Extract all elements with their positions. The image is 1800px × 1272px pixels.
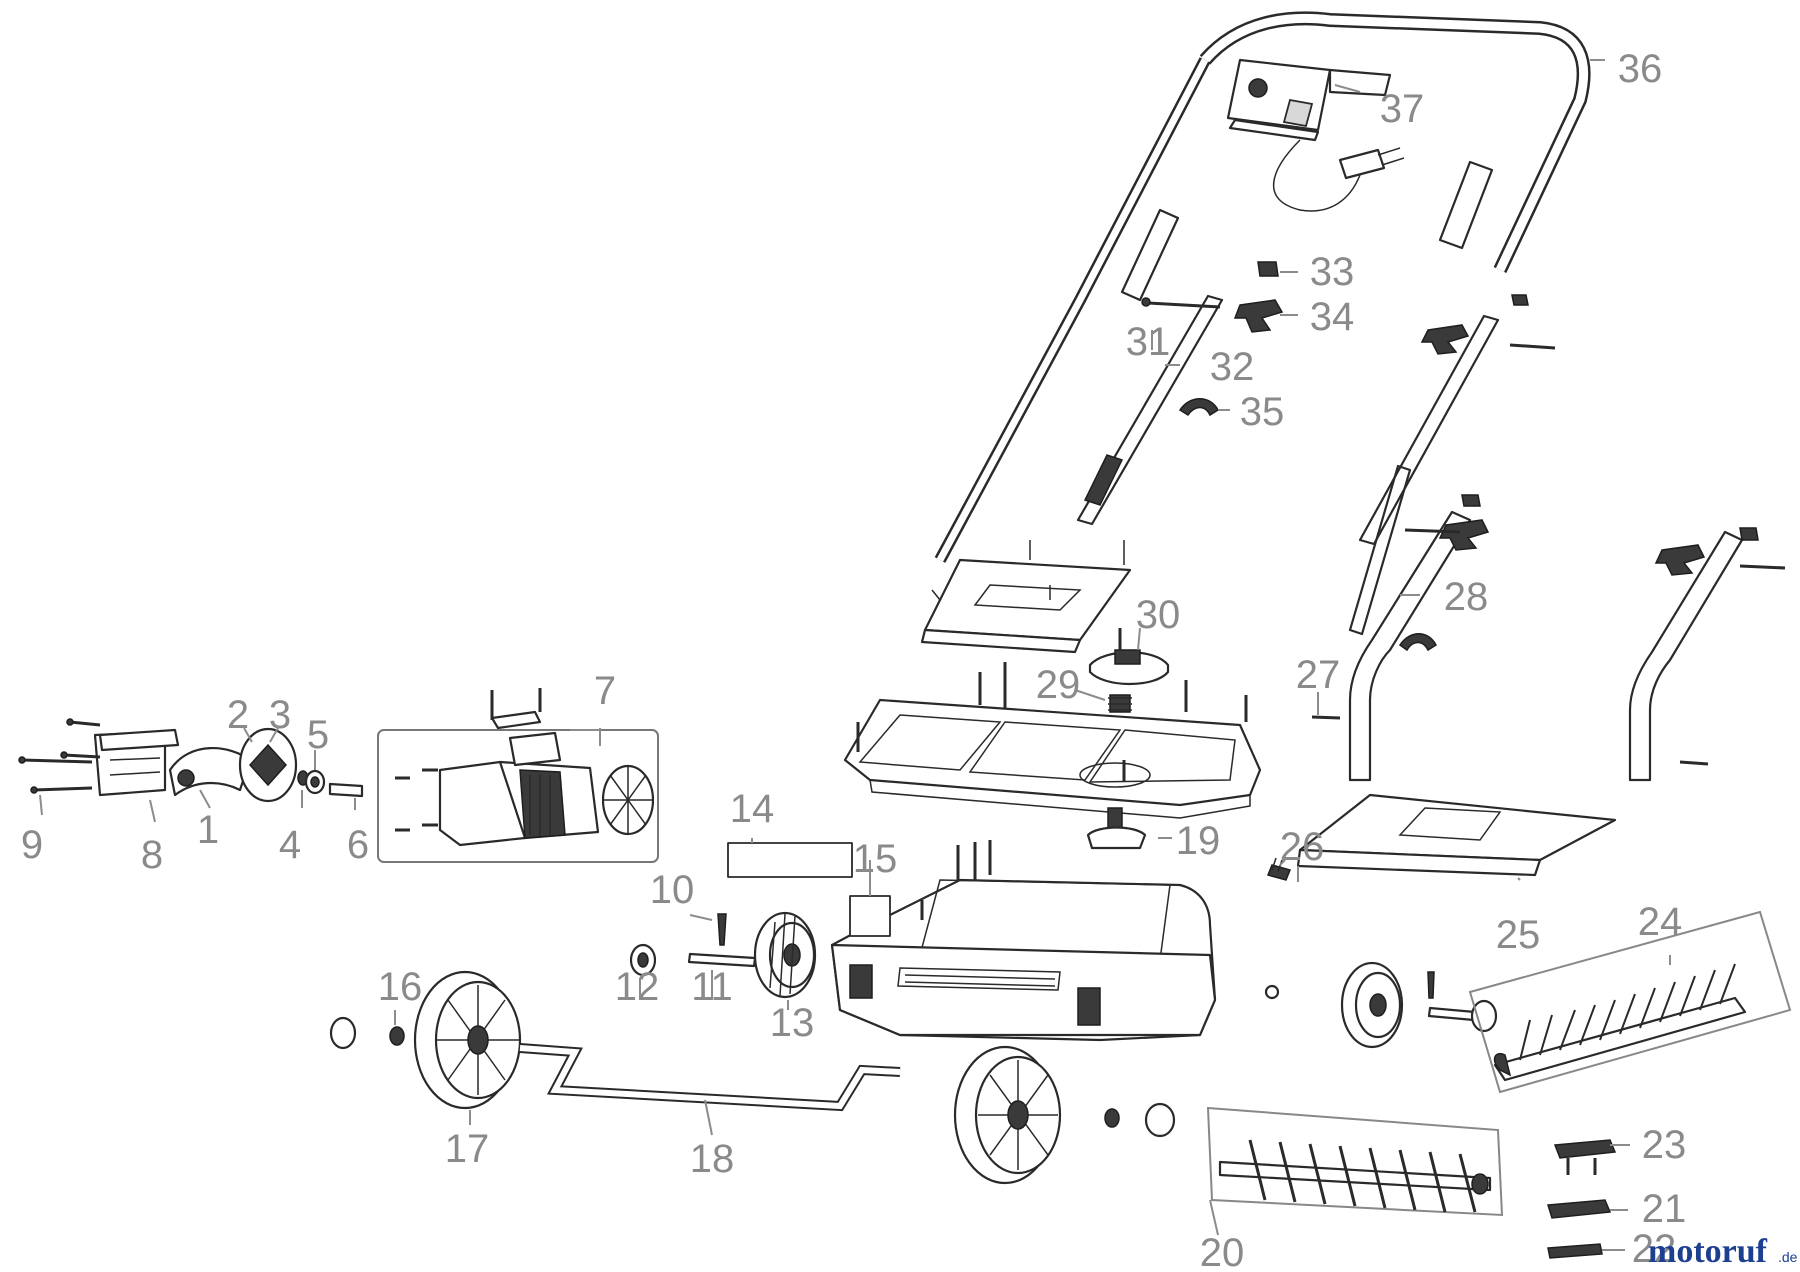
bearing-part-5 bbox=[304, 769, 326, 795]
axle-part-11 bbox=[687, 952, 757, 968]
gearbox-cover-part-8 bbox=[93, 728, 180, 797]
leader-lines bbox=[39, 59, 1671, 1251]
spring-part-29 bbox=[1108, 694, 1132, 713]
bracket-part-22 bbox=[1547, 1243, 1603, 1259]
watermark-logo-text: motoruf bbox=[1648, 1233, 1768, 1270]
right-wheel-hardware bbox=[1104, 1102, 1176, 1138]
callout-labels: 1 2 3 4 5 6 7 8 9 10 11 12 13 14 15 16 1… bbox=[21, 47, 1686, 1272]
screw-part-10 bbox=[717, 913, 727, 946]
rear-wheel-part-17 bbox=[413, 970, 522, 1110]
callout-19: 19 bbox=[1176, 819, 1221, 863]
rear-wheel-right bbox=[953, 1045, 1062, 1185]
callout-1: 1 bbox=[197, 808, 219, 852]
callout-11: 11 bbox=[691, 965, 733, 1009]
aerator-roller-part-20 bbox=[1206, 1106, 1504, 1217]
bracket-part-23 bbox=[1553, 1139, 1617, 1175]
motoruf-watermark: motoruf .de bbox=[1648, 1233, 1798, 1270]
callout-26: 26 bbox=[1280, 825, 1325, 869]
callout-24: 24 bbox=[1638, 900, 1683, 944]
upper-housing bbox=[843, 662, 1262, 819]
callout-33: 33 bbox=[1310, 250, 1355, 294]
callout-17: 17 bbox=[445, 1127, 490, 1171]
callout-25: 25 bbox=[1496, 913, 1541, 957]
callout-9: 9 bbox=[21, 823, 43, 867]
callout-12: 12 bbox=[615, 965, 660, 1009]
height-adjust-knob-part-30 bbox=[1088, 628, 1170, 686]
callout-29: 29 bbox=[1036, 663, 1081, 707]
spring-part-26 bbox=[1266, 857, 1292, 881]
handle-bar-part-28 bbox=[1348, 314, 1500, 636]
rear-flap-part-25 bbox=[1296, 793, 1617, 877]
callout-16: 16 bbox=[378, 965, 423, 1009]
callout-14: 14 bbox=[730, 787, 775, 831]
callout-30: 30 bbox=[1136, 593, 1181, 637]
callout-28: 28 bbox=[1444, 575, 1489, 619]
callout-8: 8 bbox=[141, 833, 163, 877]
callout-20: 20 bbox=[1200, 1231, 1245, 1272]
bracket-part-21 bbox=[1547, 1199, 1612, 1219]
callout-5: 5 bbox=[307, 713, 329, 757]
knob-part-33 bbox=[1257, 261, 1279, 277]
callout-7: 7 bbox=[594, 669, 616, 713]
rear-axle-part-18 bbox=[519, 1043, 901, 1112]
callout-27: 27 bbox=[1296, 653, 1341, 697]
callout-13: 13 bbox=[770, 1001, 815, 1045]
callout-15: 15 bbox=[853, 837, 898, 881]
callout-32: 32 bbox=[1210, 345, 1255, 389]
callout-36: 36 bbox=[1618, 47, 1663, 91]
screw-part-9 bbox=[18, 718, 101, 794]
callout-21: 21 bbox=[1642, 1187, 1687, 1231]
callout-10: 10 bbox=[650, 868, 695, 912]
callout-23: 23 bbox=[1642, 1123, 1687, 1167]
callout-6: 6 bbox=[347, 823, 369, 867]
right-side-hardware bbox=[1311, 294, 1786, 766]
callout-31: 31 bbox=[1126, 320, 1171, 364]
callout-35: 35 bbox=[1240, 390, 1285, 434]
clip-part-35 bbox=[1178, 398, 1219, 417]
callout-22: 22 bbox=[1632, 1227, 1677, 1271]
callout-2: 2 bbox=[227, 693, 249, 737]
scarifier-roller-part-24 bbox=[1468, 910, 1792, 1094]
upper-handle-part-36 bbox=[934, 11, 1591, 563]
washer-part-16 bbox=[329, 1016, 405, 1050]
height-adjuster-part-19 bbox=[1086, 807, 1147, 850]
front-wheel-part-13 bbox=[753, 911, 817, 999]
nut-part-12 bbox=[629, 943, 657, 977]
switch-box-part-37 bbox=[1226, 58, 1405, 212]
callout-18: 18 bbox=[690, 1137, 735, 1181]
label-plate-part-14 bbox=[727, 842, 853, 878]
rear-right-small-wheel bbox=[1340, 961, 1498, 1049]
shaft-part-6 bbox=[328, 782, 364, 798]
callout-37: 37 bbox=[1380, 87, 1425, 131]
belt-part-1 bbox=[168, 746, 252, 797]
handle-bar-part-32 bbox=[1076, 294, 1224, 526]
callout-34: 34 bbox=[1310, 295, 1355, 339]
callout-4: 4 bbox=[279, 823, 301, 867]
motor-assembly-part-7 bbox=[377, 688, 659, 863]
bolt-part-31 bbox=[1141, 297, 1221, 309]
pulley-part-3 bbox=[238, 727, 298, 803]
label-part-15 bbox=[849, 895, 891, 937]
watermark-suffix: .de bbox=[1778, 1249, 1798, 1265]
clamp-part-34 bbox=[1233, 299, 1284, 333]
main-deck-housing bbox=[830, 840, 1280, 1042]
upper-cover-plate bbox=[920, 540, 1132, 654]
callout-3: 3 bbox=[269, 693, 291, 737]
